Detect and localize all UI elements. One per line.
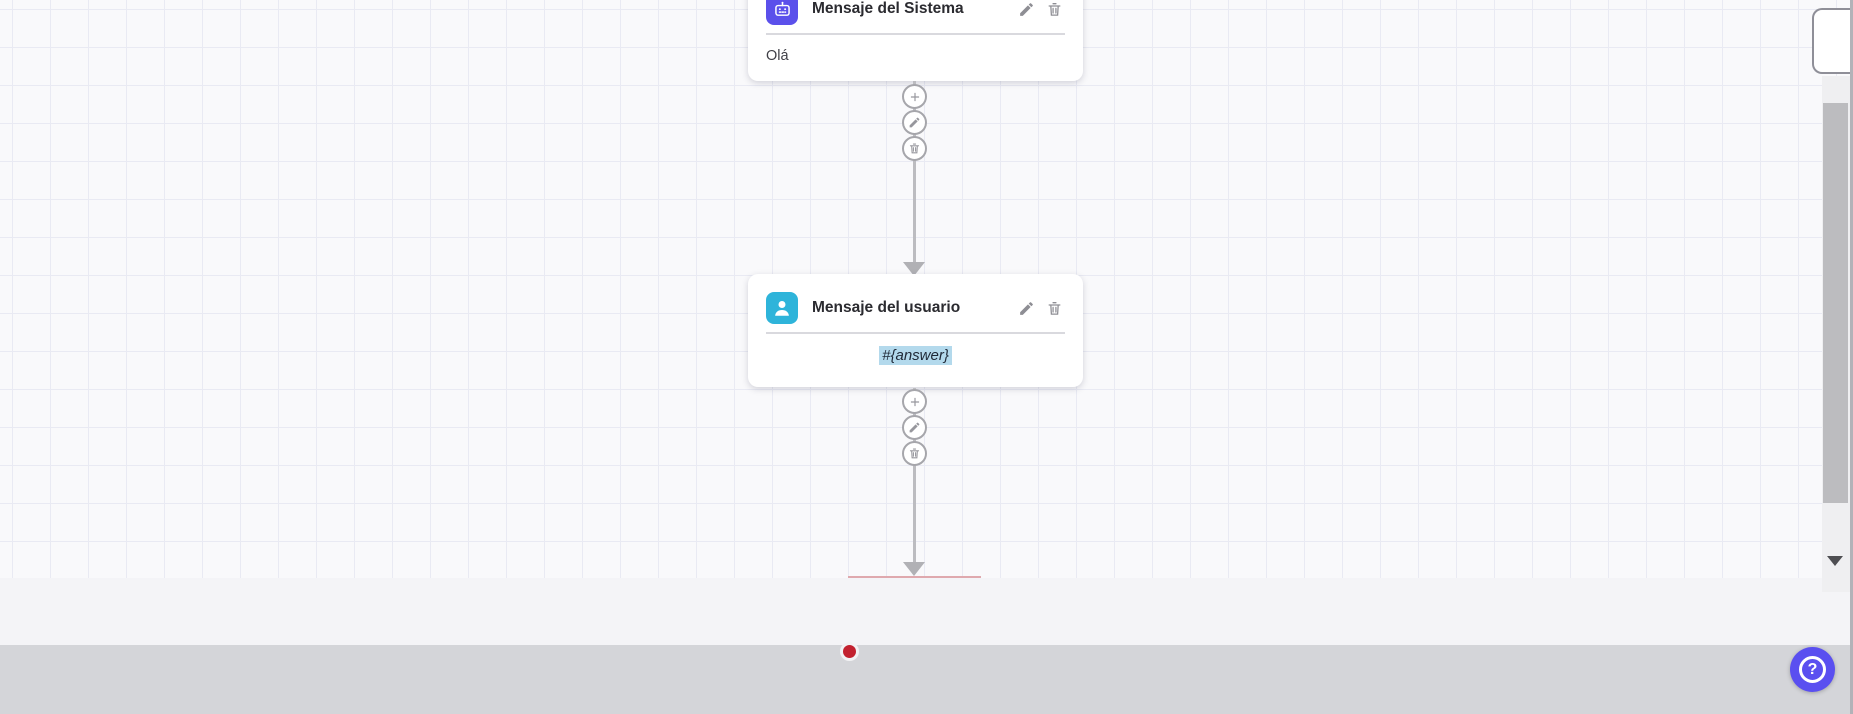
connector-edit-button[interactable] — [902, 415, 927, 440]
edge-line — [913, 81, 916, 262]
connector-add-button[interactable] — [902, 389, 927, 414]
window-right-edge — [1850, 0, 1853, 714]
connector-delete-button[interactable] — [902, 136, 927, 161]
node-user-message[interactable]: Mensaje del usuario #{answer} — [748, 274, 1083, 387]
connector-edit-button[interactable] — [902, 110, 927, 135]
scroll-down-arrow-icon[interactable] — [1827, 556, 1843, 566]
user-icon — [766, 292, 798, 324]
vertical-scrollbar-thumb[interactable] — [1823, 103, 1848, 503]
node-body-text: Olá — [766, 48, 789, 64]
flow-canvas[interactable]: Mensaje del Sistema Olá Men — [0, 0, 1853, 578]
answer-variable[interactable]: #{answer} — [879, 346, 952, 365]
node-system-message[interactable]: Mensaje del Sistema Olá — [748, 0, 1083, 81]
connector-add-button[interactable] — [902, 84, 927, 109]
unsaved-changes-badge — [840, 642, 859, 661]
edit-node-icon[interactable] — [1018, 1, 1035, 18]
bottom-toolbar: Editar Apariencia Recargar Salvar Prueba… — [0, 645, 1853, 714]
node-divider — [766, 33, 1065, 35]
next-node-top-edge — [848, 576, 981, 578]
robot-icon — [766, 0, 798, 25]
question-mark-icon: ? — [1799, 656, 1826, 683]
minimap-panel[interactable] — [1812, 8, 1853, 74]
footer-strip — [0, 578, 1853, 645]
help-button[interactable]: ? — [1790, 647, 1835, 692]
node-divider — [766, 332, 1065, 334]
node-header: Mensaje del Sistema — [748, 0, 1083, 25]
delete-node-icon[interactable] — [1046, 300, 1063, 317]
node-header: Mensaje del usuario — [748, 274, 1083, 324]
edge-arrowhead-icon — [903, 262, 925, 276]
node-title: Mensaje del Sistema — [812, 0, 964, 17]
edit-node-icon[interactable] — [1018, 300, 1035, 317]
connector-delete-button[interactable] — [902, 441, 927, 466]
node-body-text: #{answer} — [748, 334, 1083, 380]
edge-arrowhead-icon — [903, 562, 925, 576]
edge-line — [913, 388, 916, 562]
delete-node-icon[interactable] — [1046, 1, 1063, 18]
node-title: Mensaje del usuario — [812, 299, 961, 316]
